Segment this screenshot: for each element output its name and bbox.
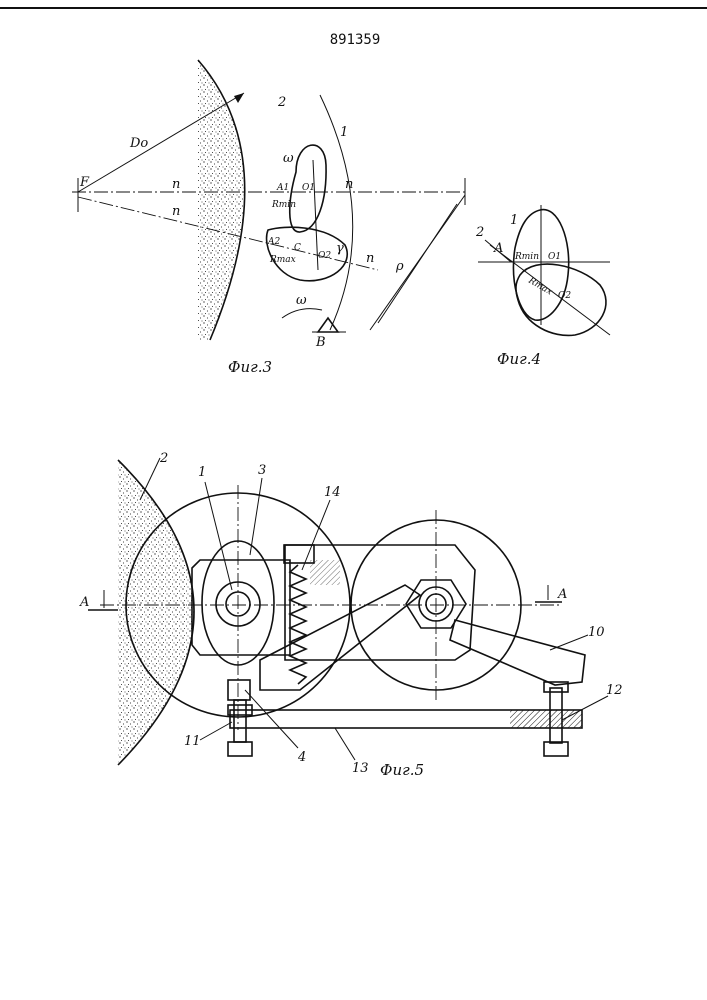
fig5-leader-2 [140, 458, 160, 500]
fig4-label-Rmax: Rmax [526, 275, 554, 297]
fig5-right-nut-bottom [544, 742, 568, 756]
fig3-label-Rmin: Rmin [271, 200, 296, 210]
fig4-label-cam: 1 [510, 213, 518, 228]
figure-5: 1 2 3 4 10 11 12 13 14 A A Фиг.5 [79, 451, 623, 779]
fig3-label-cam: 1 [340, 125, 348, 140]
fig3-label-F: F [79, 175, 90, 190]
fig3-rho-dim [378, 204, 457, 323]
fig4-label-O2: O2 [558, 291, 571, 301]
fig5-callout-3: 3 [258, 463, 266, 478]
fig5-spring-hatch [310, 560, 340, 585]
fig5-spring [290, 565, 306, 684]
fig4-label-A: A [493, 241, 503, 256]
fig5-caption: Фиг.5 [380, 761, 424, 779]
fig5-callout-10: 10 [588, 625, 605, 640]
fig3-omega-arrow-arc [282, 309, 322, 318]
figure-4: 1 2 A Rmin O1 Rmax O2 Фиг.4 [475, 205, 610, 368]
fig3-label-Do: Do [129, 136, 148, 151]
fig3-label-B: B [315, 335, 326, 350]
fig3-label-gamma: γ [336, 241, 344, 256]
fig3-support-B [318, 318, 338, 332]
fig5-leader-4 [245, 690, 298, 748]
fig3-radius-arrowhead [234, 93, 244, 103]
fig5-base-hatch [510, 710, 582, 728]
fig5-section-label-left: A [79, 595, 89, 610]
fig5-leader-13 [335, 728, 355, 760]
fig3-label-n-4: n [366, 251, 374, 266]
fig3-label-Rmax: Rmax [269, 255, 296, 265]
fig4-caption: Фиг.4 [497, 350, 541, 368]
fig3-label-omega-bottom: ω [296, 293, 307, 308]
fig4-label-O1: O1 [548, 252, 561, 262]
patent-number: 891359 [330, 32, 381, 48]
fig5-leader-11 [200, 722, 232, 740]
fig5-lever-arms [260, 585, 585, 690]
figure-3: 2 1 Do F n n n n ω A1 O1 Rmin A2 C Rmax … [72, 60, 465, 376]
fig5-follower [228, 680, 250, 700]
fig3-label-A2: A2 [267, 237, 280, 247]
fig5-leader-12 [562, 696, 608, 720]
fig3-rho-line [370, 195, 465, 330]
fig3-label-omega-top: ω [283, 151, 294, 166]
fig3-label-n-1: n [172, 177, 180, 192]
fig3-label-n-3: n [172, 204, 180, 219]
fig3-label-n-2: n [345, 177, 353, 192]
fig3-label-rho: ρ [395, 259, 404, 274]
fig5-section-label-right: A [557, 587, 567, 602]
fig3-label-C: C [294, 243, 301, 253]
fig4-label-wheel: 2 [475, 225, 484, 240]
fig5-callout-13: 13 [352, 761, 369, 776]
fig3-label-O2: O2 [318, 251, 331, 261]
fig5-callout-11: 11 [184, 734, 201, 749]
fig5-callout-1: 1 [198, 465, 206, 480]
fig5-callout-4: 4 [297, 750, 306, 765]
fig5-leader-1 [205, 482, 232, 590]
fig3-label-O1: O1 [302, 183, 315, 193]
fig3-label-A1: A1 [276, 183, 289, 193]
fig5-left-nut-bottom [228, 742, 252, 756]
fig5-callout-14: 14 [324, 485, 341, 500]
fig4-label-Rmin: Rmin [514, 252, 539, 262]
fig5-leader-3 [250, 478, 262, 555]
fig3-caption: Фиг.3 [228, 358, 272, 376]
fig5-left-screw [234, 700, 246, 742]
fig5-leader-10 [550, 635, 588, 650]
fig3-label-wheel: 2 [277, 95, 286, 110]
fig5-callout-2: 2 [159, 451, 168, 466]
fig5-callout-12: 12 [606, 683, 623, 698]
